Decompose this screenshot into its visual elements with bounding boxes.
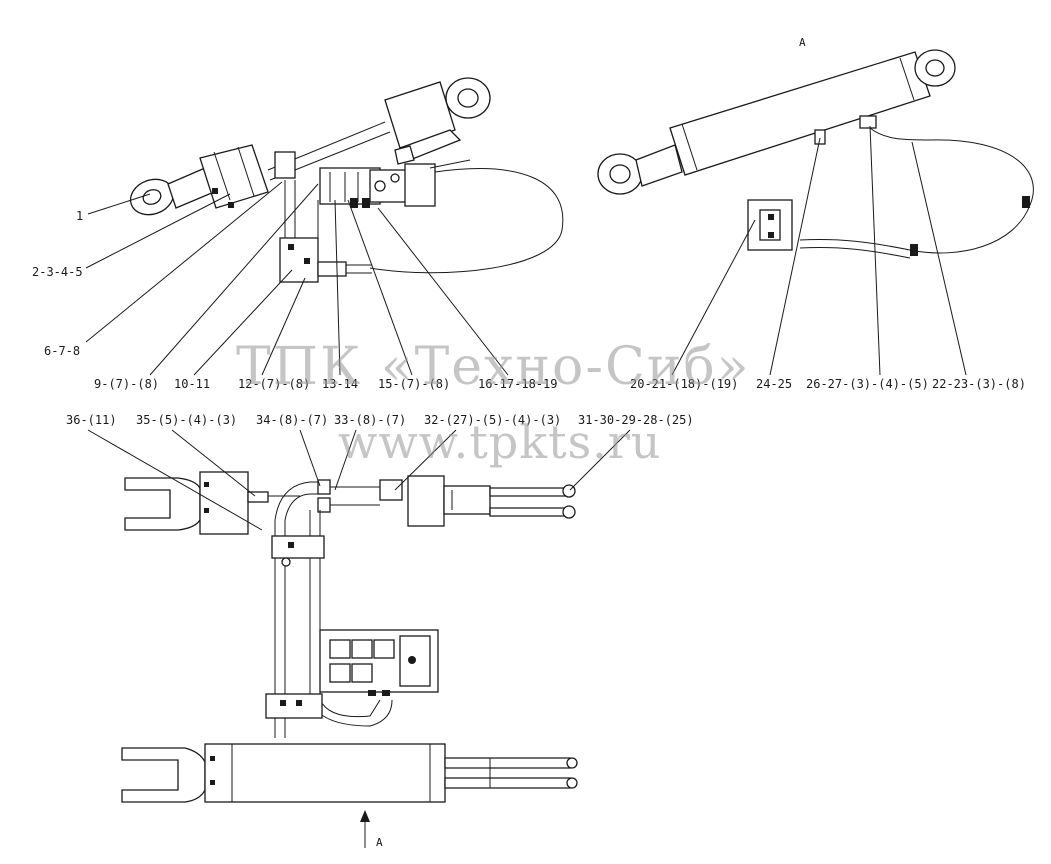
callout-labels: 1 2-3-4-5 6-7-8 9-(7)-(8) 10-11 12-(7)-(… bbox=[32, 209, 1026, 427]
callout-32: 32-(27)-(5)-(4)-(3) bbox=[424, 413, 561, 427]
callout-35: 35-(5)-(4)-(3) bbox=[136, 413, 237, 427]
callout-16-17-18-19: 16-17-18-19 bbox=[478, 377, 557, 391]
callout-15: 15-(7)-(8) bbox=[378, 377, 450, 391]
view-a-label-top: A bbox=[799, 36, 806, 49]
callout-6-7-8: 6-7-8 bbox=[44, 344, 80, 358]
cylinder-view-a: A bbox=[597, 36, 1034, 259]
callout-10-11: 10-11 bbox=[174, 377, 210, 391]
callout-2-3-4-5: 2-3-4-5 bbox=[32, 265, 83, 279]
callout-13-14: 13-14 bbox=[322, 377, 358, 391]
callout-20-21: 20-21-(18)-(19) bbox=[630, 377, 738, 391]
callout-33: 33-(8)-(7) bbox=[334, 413, 406, 427]
callout-34: 34-(8)-(7) bbox=[256, 413, 328, 427]
callout-36: 36-(11) bbox=[66, 413, 117, 427]
assembly-front-view: A bbox=[121, 471, 578, 849]
watermark: ТПК «Техно-Сиб» www.tpkts.ru bbox=[236, 337, 751, 469]
callout-9: 9-(7)-(8) bbox=[94, 377, 159, 391]
leader-lines bbox=[85, 125, 967, 531]
callout-26-27: 26-27-(3)-(4)-(5) bbox=[806, 377, 929, 391]
callout-24-25: 24-25 bbox=[756, 377, 792, 391]
watermark-url: www.tpkts.ru bbox=[338, 415, 661, 469]
view-a-label-bottom: A bbox=[376, 836, 383, 849]
callout-1: 1 bbox=[76, 209, 83, 223]
callout-22-23: 22-23-(3)-(8) bbox=[932, 377, 1026, 391]
watermark-company: ТПК «Техно-Сиб» bbox=[236, 337, 751, 397]
cylinder-isometric-left bbox=[129, 77, 564, 283]
callout-12: 12-(7)-(8) bbox=[238, 377, 310, 391]
callout-31-30-29-28: 31-30-29-28-(25) bbox=[578, 413, 694, 427]
